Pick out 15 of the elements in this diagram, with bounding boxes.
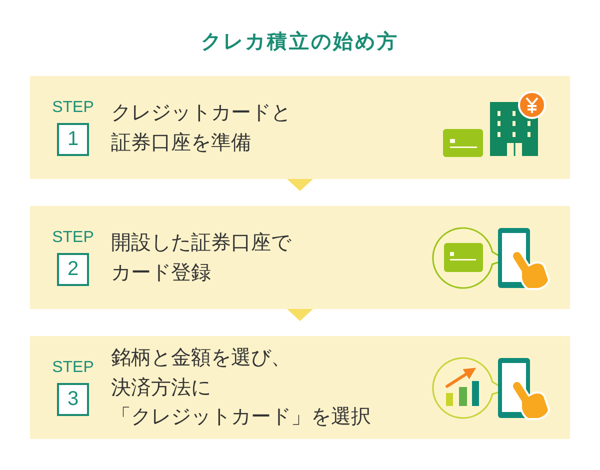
step-label: STEP (52, 229, 94, 247)
step-panel (30, 206, 570, 309)
step-description: 開設した証券口座でカード登録 (111, 229, 291, 286)
step-description: クレジットカードと証券口座を準備 (111, 99, 291, 156)
step-description: 銘柄と金額を選び、決済方法に「クレジットカード」を選択 (111, 344, 371, 430)
step-number: 3 (57, 383, 89, 416)
step-label: STEP (52, 359, 94, 377)
step-panel (30, 336, 570, 439)
arrow (287, 309, 313, 321)
step-label: STEP (52, 99, 94, 117)
title: クレカ積立の始め方 (201, 28, 399, 54)
step-number: 1 (57, 123, 89, 156)
arrow (287, 179, 313, 191)
step-number: 2 (57, 253, 89, 286)
step-panel (30, 76, 570, 179)
